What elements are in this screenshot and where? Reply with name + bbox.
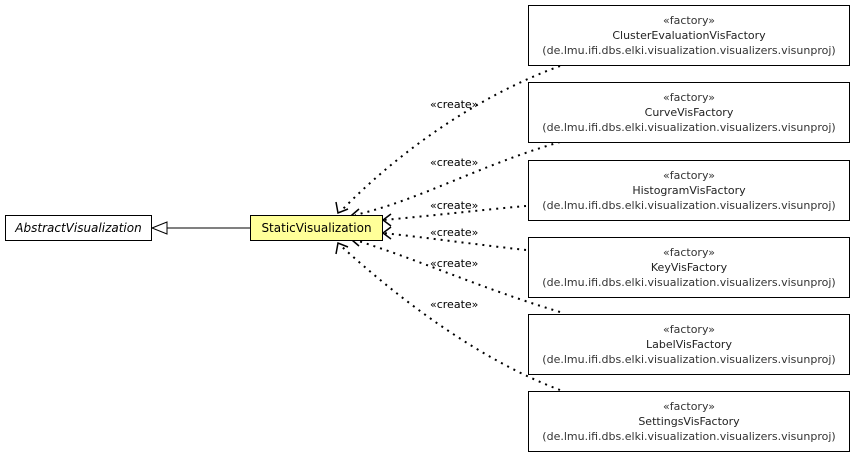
factory-package: (de.lmu.ifi.dbs.elki.visualization.visua… — [542, 199, 836, 212]
create-edge-curve — [354, 141, 561, 216]
create-edge-clusterevaluation — [339, 65, 561, 213]
factory-box-settings[interactable]: «factory» SettingsVisFactory (de.lmu.ifi… — [528, 391, 850, 452]
factory-name: ClusterEvaluationVisFactory — [612, 29, 766, 42]
create-arrowhead-6 — [335, 241, 349, 255]
factory-box-curve[interactable]: «factory» CurveVisFactory (de.lmu.ifi.db… — [528, 82, 850, 143]
edge-label-5: «create» — [430, 257, 478, 270]
stereotype-label: «factory» — [662, 91, 715, 104]
create-arrowhead-1 — [335, 201, 349, 215]
abstract-visualization-class[interactable]: AbstractVisualization — [5, 215, 152, 241]
factory-package: (de.lmu.ifi.dbs.elki.visualization.visua… — [542, 430, 836, 443]
factory-package: (de.lmu.ifi.dbs.elki.visualization.visua… — [542, 121, 836, 134]
edge-label-3: «create» — [430, 199, 478, 212]
create-edge-settings — [339, 244, 561, 391]
factory-package: (de.lmu.ifi.dbs.elki.visualization.visua… — [542, 353, 836, 366]
create-edge-histogram — [382, 205, 527, 221]
create-edge-key — [382, 232, 527, 251]
factory-box-label[interactable]: «factory» LabelVisFactory (de.lmu.ifi.db… — [528, 314, 850, 375]
stereotype-label: «factory» — [662, 169, 715, 182]
edge-label-2: «create» — [430, 156, 478, 169]
factory-package: (de.lmu.ifi.dbs.elki.visualization.visua… — [542, 276, 836, 289]
edge-label-6: «create» — [430, 298, 478, 311]
abstract-visualization-label: AbstractVisualization — [15, 221, 142, 235]
stereotype-label: «factory» — [662, 14, 715, 27]
edge-label-1: «create» — [430, 98, 478, 111]
factory-name: HistogramVisFactory — [632, 184, 746, 197]
create-arrowhead-4 — [381, 226, 392, 240]
factory-name: LabelVisFactory — [646, 338, 732, 351]
factory-package: (de.lmu.ifi.dbs.elki.visualization.visua… — [542, 44, 836, 57]
factory-name: CurveVisFactory — [644, 106, 734, 119]
stereotype-label: «factory» — [662, 400, 715, 413]
stereotype-label: «factory» — [662, 323, 715, 336]
factory-box-clusterevaluation[interactable]: «factory» ClusterEvaluationVisFactory (d… — [528, 5, 850, 66]
static-visualization-class[interactable]: StaticVisualization — [250, 215, 383, 241]
factory-box-key[interactable]: «factory» KeyVisFactory (de.lmu.ifi.dbs.… — [528, 237, 850, 298]
create-arrowhead-3 — [381, 213, 392, 227]
create-edge-label — [354, 239, 561, 313]
factory-name: KeyVisFactory — [650, 261, 728, 274]
factory-name: SettingsVisFactory — [638, 415, 740, 428]
static-visualization-label: StaticVisualization — [261, 221, 372, 235]
edge-label-4: «create» — [430, 226, 478, 239]
generalization-arrowhead — [150, 221, 168, 235]
factory-box-histogram[interactable]: «factory» HistogramVisFactory (de.lmu.if… — [528, 160, 850, 221]
stereotype-label: «factory» — [662, 246, 715, 259]
